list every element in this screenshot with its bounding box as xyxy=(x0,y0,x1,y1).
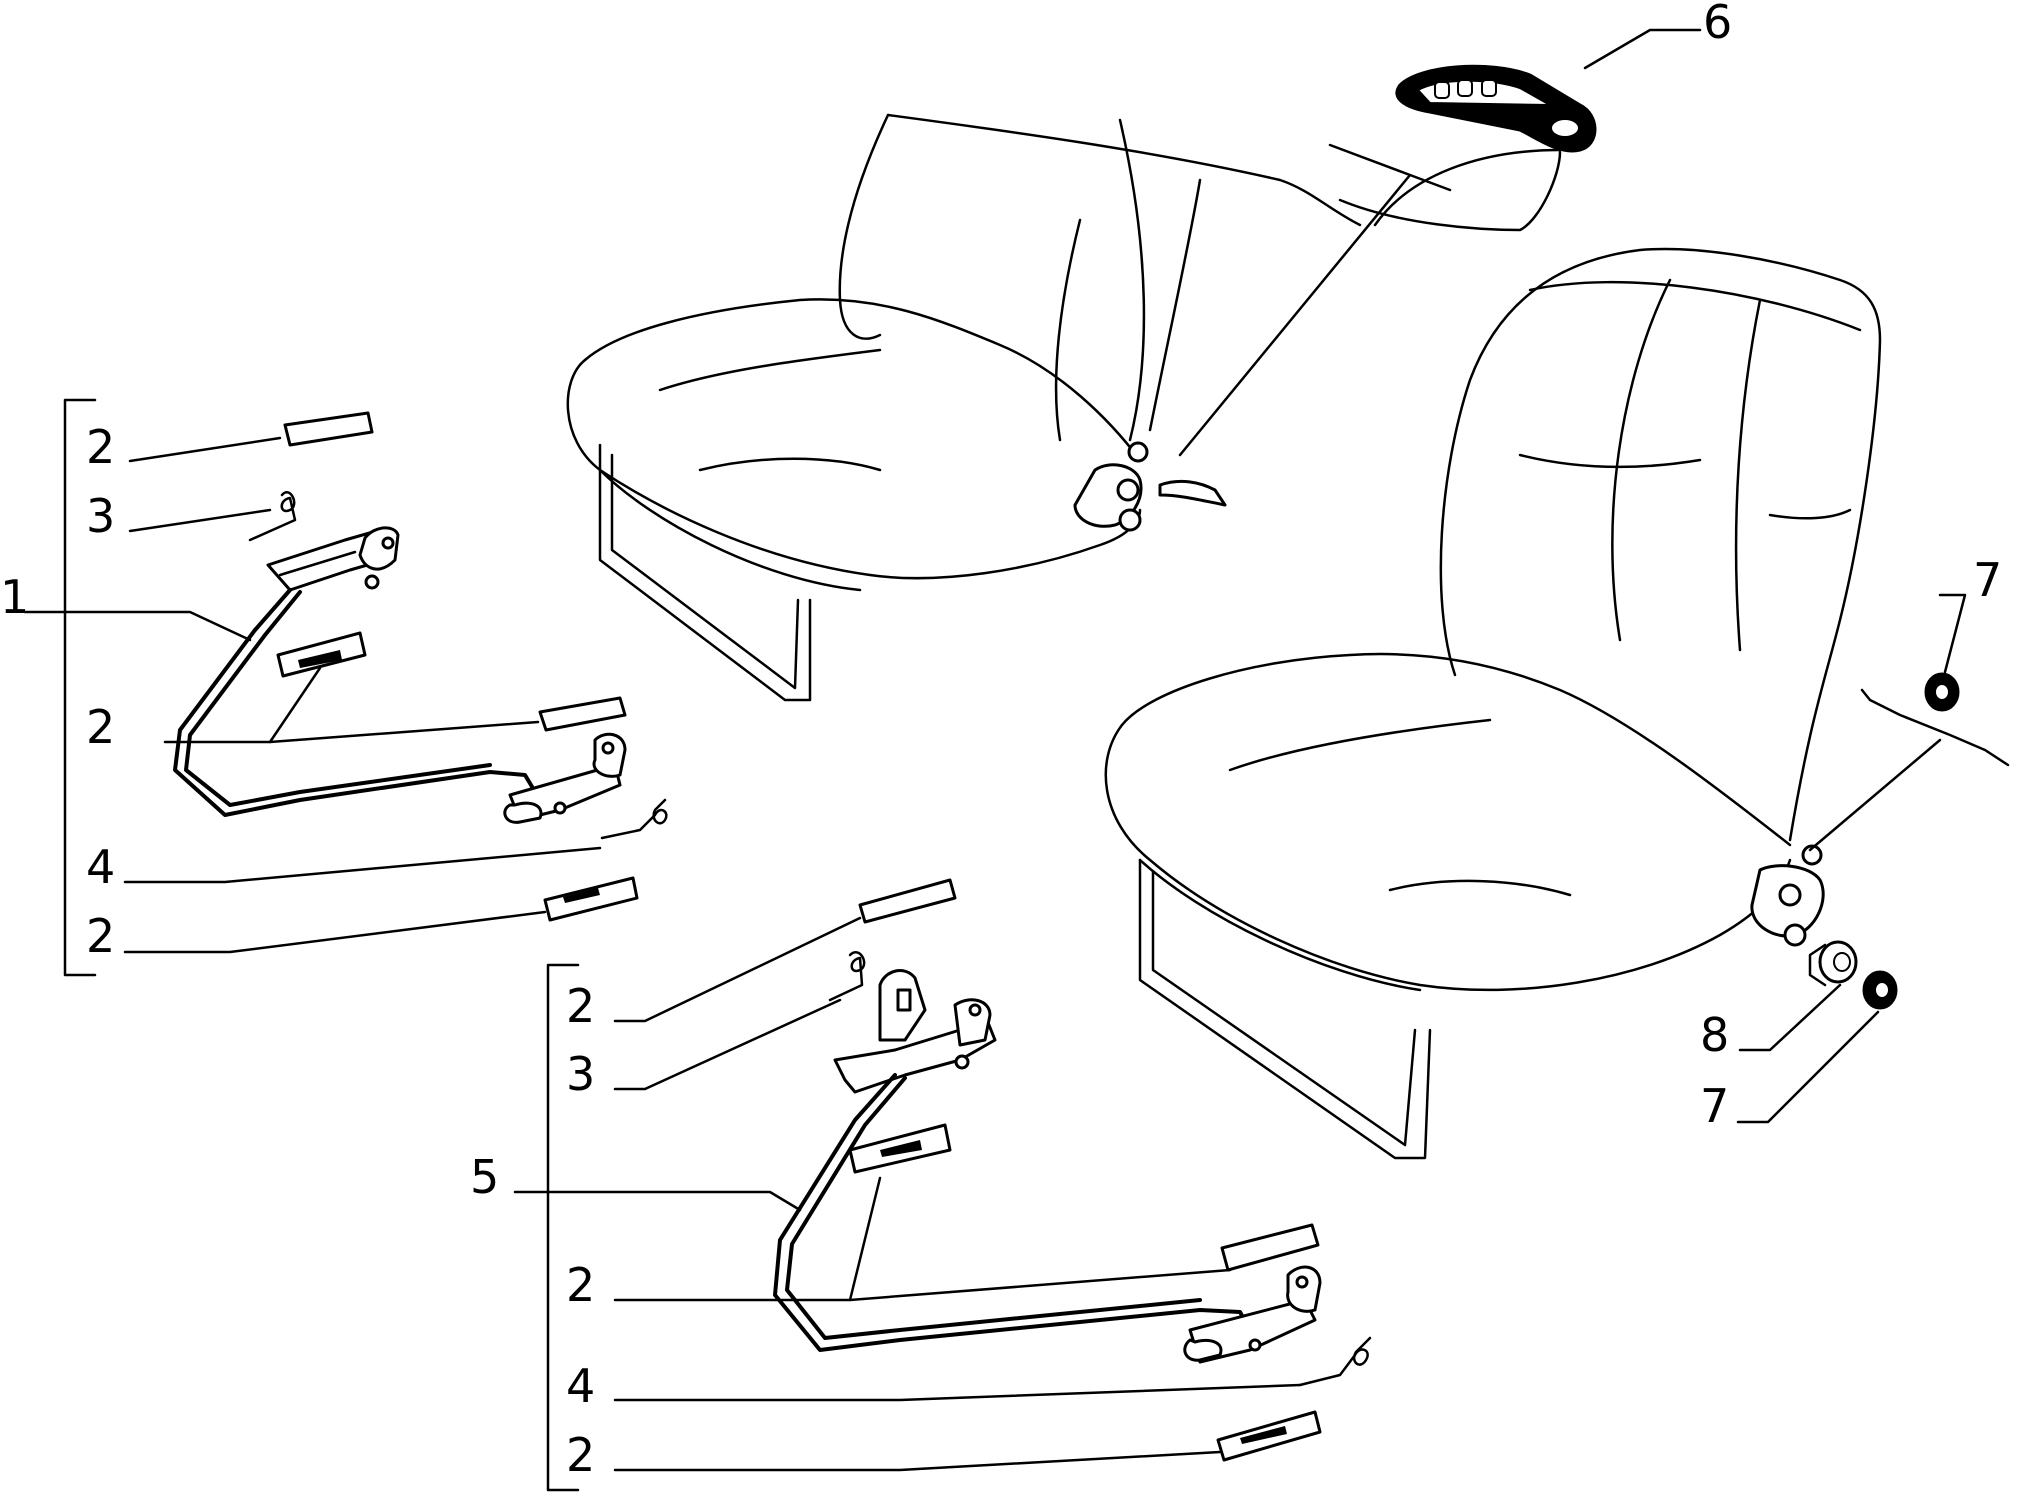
rear-seat-illustration xyxy=(566,113,1562,702)
callout-1: 1 xyxy=(0,570,29,624)
callout-4-a: 4 xyxy=(86,840,115,894)
callout-2-c: 2 xyxy=(86,909,115,963)
seat-rail-assembly-1 xyxy=(23,398,668,977)
callout-2-b: 2 xyxy=(86,700,115,754)
callout-2-d: 2 xyxy=(566,979,595,1033)
recliner-handle-part xyxy=(1178,64,1597,457)
pivot-hardware-parts xyxy=(1583,28,2010,1124)
seat-rail-assembly-5 xyxy=(513,878,1372,1492)
callout-7-a: 7 xyxy=(1973,553,2002,607)
callout-7-b: 7 xyxy=(1700,1079,1729,1133)
callout-3-a: 3 xyxy=(86,489,115,543)
callout-4-b: 4 xyxy=(566,1359,595,1413)
callout-8: 8 xyxy=(1700,1008,1729,1062)
callout-3-b: 3 xyxy=(566,1047,595,1101)
callout-2-e: 2 xyxy=(566,1258,595,1312)
callout-6: 6 xyxy=(1703,0,1732,49)
front-seat-illustration xyxy=(1104,247,1882,1160)
callout-5: 5 xyxy=(470,1150,499,1204)
callout-2-f: 2 xyxy=(566,1428,595,1482)
callout-2-a: 2 xyxy=(86,420,115,474)
